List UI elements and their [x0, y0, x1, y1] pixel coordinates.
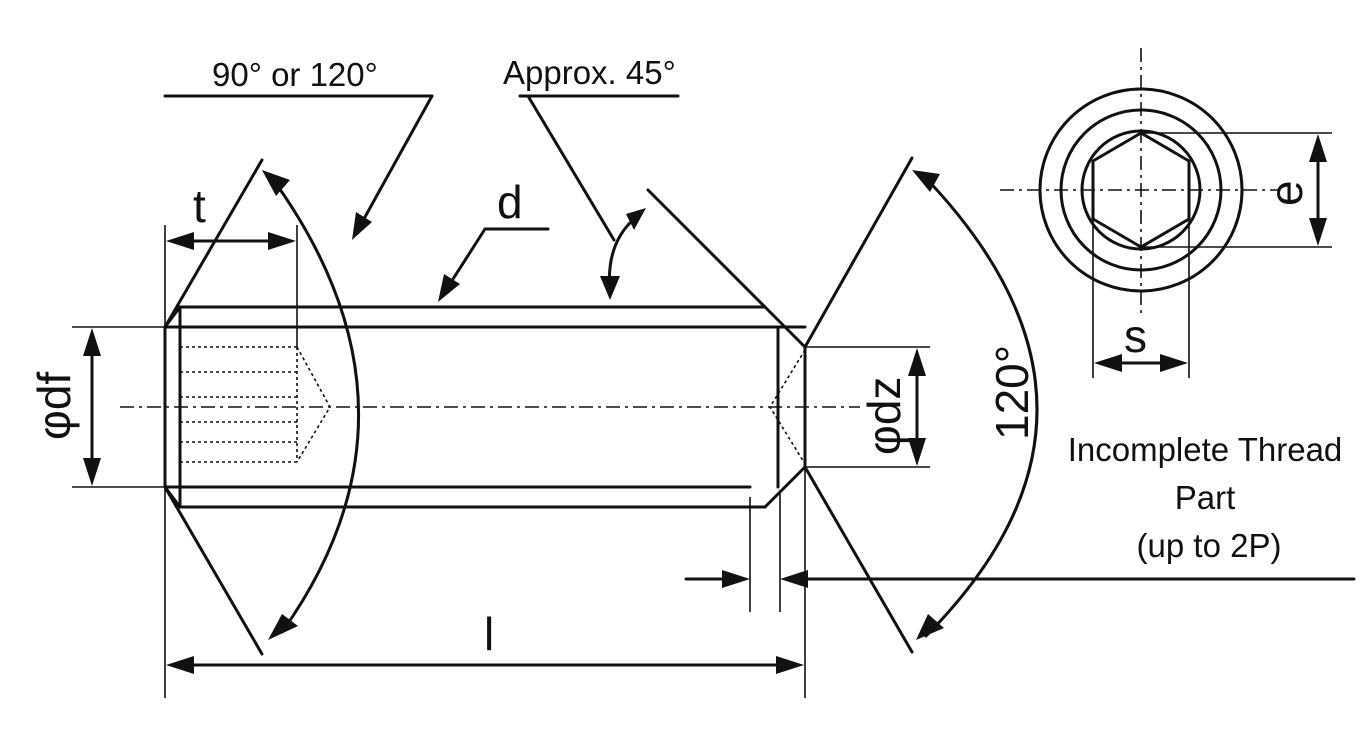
left-cone-lines: [163, 158, 361, 656]
dim-d-label: d: [497, 176, 523, 228]
incomplete-thread-dim: [684, 490, 1356, 612]
screw-body: [120, 305, 860, 509]
dim-dz-label: φdz: [858, 377, 910, 455]
angle-point-leader: [163, 94, 434, 240]
dim-e-label: e: [1260, 180, 1312, 206]
dim-t: [164, 225, 298, 347]
angle-chamfer-leader: [518, 94, 767, 309]
dim-l: [164, 467, 806, 698]
dim-e: [1141, 132, 1332, 248]
dim-df: [72, 326, 165, 488]
dim-s-label: s: [1124, 310, 1147, 362]
right-cone-lines: [803, 156, 1039, 654]
angle-chamfer-label: Approx. 45°: [503, 54, 676, 91]
note-line-2: Part: [1175, 479, 1236, 516]
angle-point-label: 90° or 120°: [212, 56, 378, 93]
dim-dz: [805, 346, 930, 468]
note-line-3: (up to 2P): [1137, 527, 1282, 564]
end-view: [1000, 48, 1280, 318]
angle-end-label: 120°: [986, 345, 1038, 440]
dim-d-leader: [438, 227, 550, 302]
dim-l-label: l: [484, 608, 494, 660]
dim-df-label: φdf: [28, 372, 80, 440]
dim-s: [1092, 161, 1190, 378]
dim-t-label: t: [193, 180, 206, 232]
note-line-1: Incomplete Thread: [1068, 431, 1343, 468]
